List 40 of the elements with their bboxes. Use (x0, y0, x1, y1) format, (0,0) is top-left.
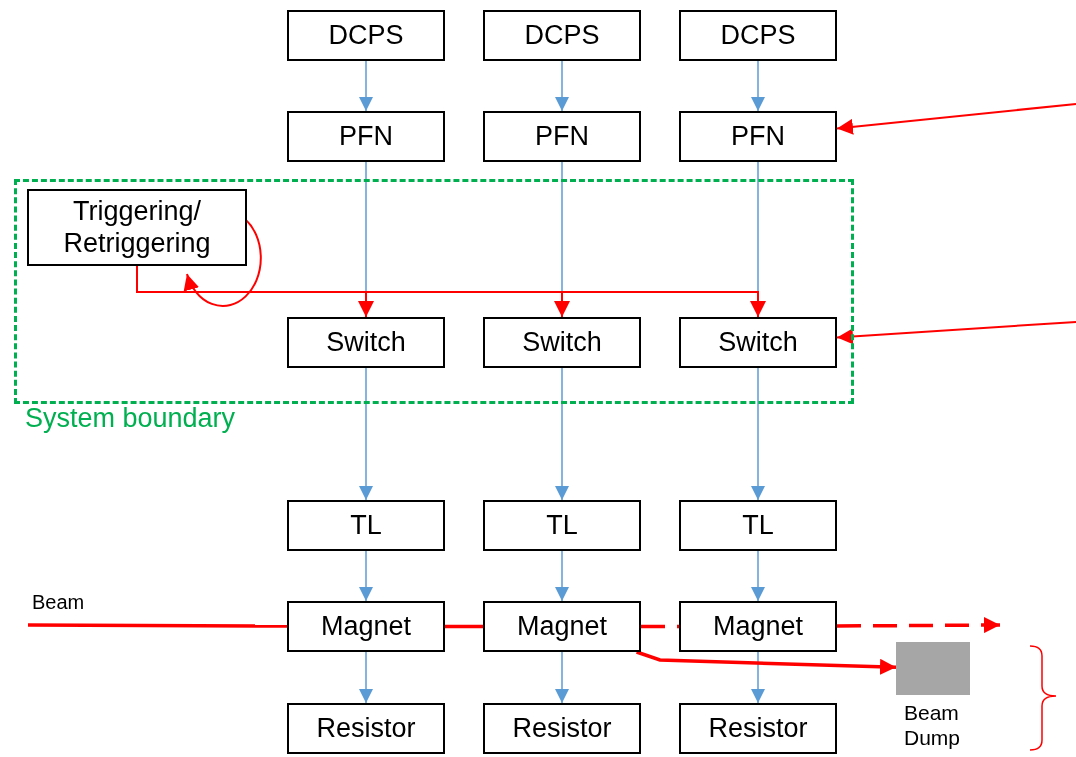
process-box: DCPS (287, 10, 445, 61)
boundary-label: System boundary (25, 403, 236, 434)
arrow (751, 60, 765, 112)
process-box: Magnet (483, 601, 641, 652)
process-box: Switch (483, 317, 641, 368)
arrow (836, 321, 1076, 345)
arrow (359, 651, 373, 704)
arrow (836, 103, 1076, 135)
arrow (751, 367, 765, 501)
process-box: Magnet (287, 601, 445, 652)
beam-dump-label: Beam Dump (904, 700, 962, 751)
arrow (751, 651, 765, 704)
process-box: Resistor (287, 703, 445, 754)
connector-line (641, 624, 679, 629)
process-box: DCPS (679, 10, 837, 61)
arrow (555, 60, 569, 112)
arrow (555, 651, 569, 704)
arrow (359, 550, 373, 602)
connector-line (28, 623, 287, 628)
process-box: Triggering/ Retriggering (27, 189, 247, 266)
process-box: Magnet (679, 601, 837, 652)
process-box: TL (483, 500, 641, 551)
arrow (751, 550, 765, 602)
process-box: PFN (287, 111, 445, 162)
arrow (837, 617, 1000, 634)
process-box: Switch (287, 317, 445, 368)
process-box: TL (679, 500, 837, 551)
arrow (636, 650, 897, 675)
arrow (359, 367, 373, 501)
process-box: Resistor (679, 703, 837, 754)
process-box: PFN (679, 111, 837, 162)
process-box: PFN (483, 111, 641, 162)
arrow (359, 60, 373, 112)
process-box: Switch (679, 317, 837, 368)
connector-line (445, 624, 483, 629)
arrow (555, 550, 569, 602)
arrow (555, 367, 569, 501)
process-box: TL (287, 500, 445, 551)
process-box: DCPS (483, 10, 641, 61)
process-box: Resistor (483, 703, 641, 754)
